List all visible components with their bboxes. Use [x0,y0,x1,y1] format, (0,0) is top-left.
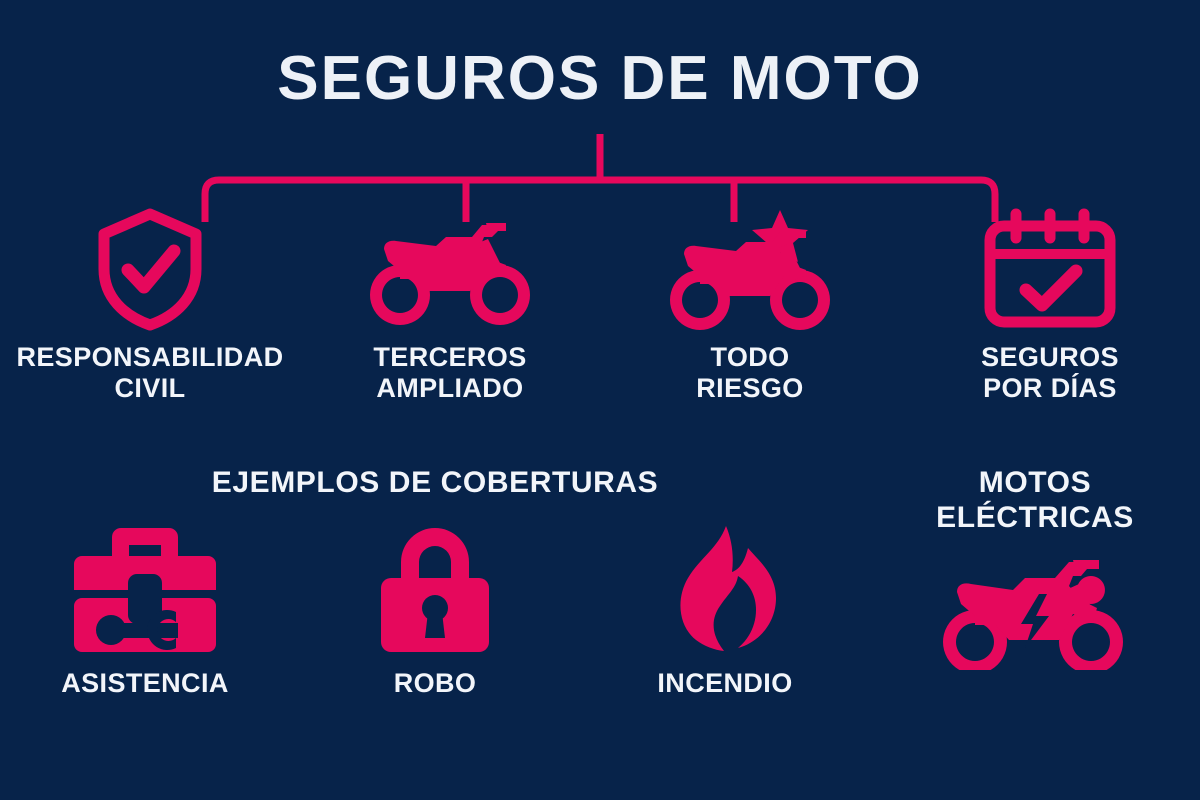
padlock-icon [381,526,489,652]
category-terceros-ampliado[interactable]: TERCEROS AMPLIADO [300,208,600,404]
coverage-incendio[interactable]: INCENDIO [580,522,870,699]
category-label: RESPONSABILIDAD CIVIL [16,342,284,404]
category-icon-wrapper [366,208,534,330]
motorcycle-icon [366,213,534,325]
coverage-robo[interactable]: ROBO [290,522,580,699]
coverage-icon-wrapper [381,522,489,652]
motorcycle-star-icon [664,208,836,330]
shield-check-icon [92,207,208,331]
calendar-check-icon [982,208,1118,330]
category-responsabilidad-civil[interactable]: RESPONSABILIDAD CIVIL [0,208,300,404]
flame-icon [670,526,780,652]
section-title-motos-electricas: MOTOS ELÉCTRICAS [936,466,1134,534]
coverage-icon-wrapper [72,522,218,652]
category-label: SEGUROS POR DÍAS [981,342,1119,404]
page-title: SEGUROS DE MOTO [277,44,923,113]
electric-motorcycle-icon [935,552,1135,670]
category-icon-wrapper [982,208,1118,330]
section-title-coberturas: EJEMPLOS DE COBERTURAS [211,466,659,499]
coverage-label: ROBO [393,668,477,698]
coverage-row: ASISTENCIA [0,522,870,699]
bracket-connector [0,132,1200,232]
coverage-label: ASISTENCIA [61,668,229,698]
category-icon-wrapper [92,207,208,331]
toolbox-wrench-icon [72,526,218,652]
category-seguros-por-dias[interactable]: SEGUROS POR DÍAS [900,208,1200,404]
category-icon-wrapper [664,208,836,330]
category-label: TERCEROS AMPLIADO [373,342,527,404]
coverage-icon-wrapper [670,522,780,652]
electric-motorcycle[interactable] [870,552,1200,670]
category-row: RESPONSABILIDAD CIVIL [0,208,1200,404]
category-label: TODO RIESGO [696,342,804,404]
coverage-label: INCENDIO [657,668,793,698]
category-todo-riesgo[interactable]: TODO RIESGO [600,208,900,404]
coverage-asistencia[interactable]: ASISTENCIA [0,522,290,699]
